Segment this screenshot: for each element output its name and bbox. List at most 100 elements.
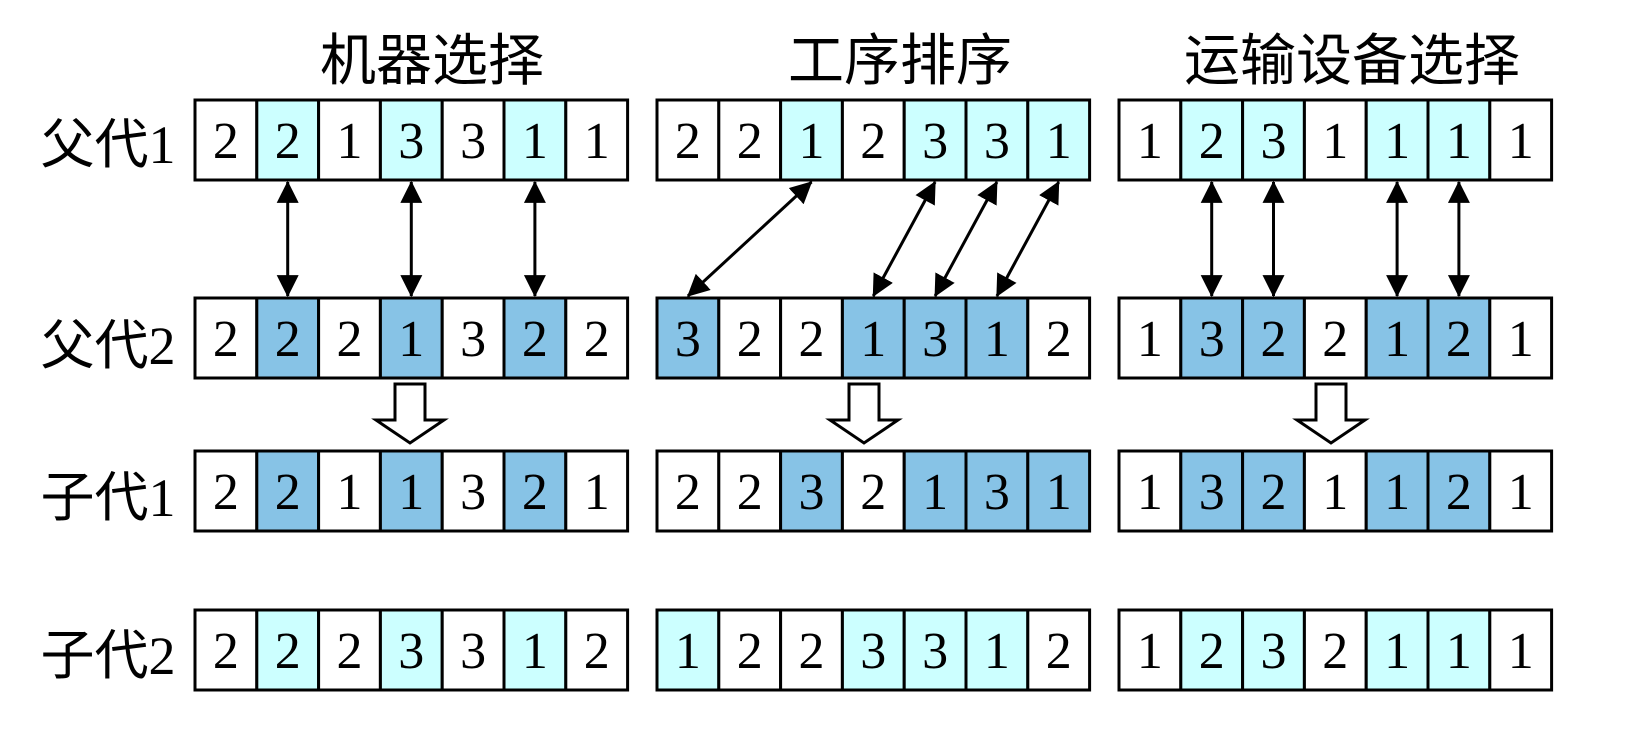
gene-cell-operation-parent1-0: 2 (655, 98, 721, 182)
row-label-child1: 子代1 (41, 468, 176, 528)
gene-cell-machine-parent2-6: 2 (564, 296, 630, 380)
gene-cell-transport-parent1-5: 1 (1426, 98, 1492, 182)
gene-cell-transport-parent2-4: 1 (1364, 296, 1430, 380)
gene-cell-box (1241, 608, 1306, 692)
gene-cell-operation-parent2-3: 1 (840, 296, 906, 380)
gene-cell-box (255, 608, 321, 692)
gene-cell-operation-parent1-6: 1 (1026, 98, 1092, 182)
gene-value: 1 (1384, 113, 1410, 170)
gene-cell-machine-child2-0: 2 (193, 608, 259, 692)
gene-cell-machine-parent1-1: 2 (255, 98, 321, 182)
gene-cell-box (564, 98, 630, 182)
gene-value: 1 (398, 464, 424, 521)
gene-cell-operation-parent2-4: 3 (902, 296, 968, 380)
gene-cell-box (564, 296, 630, 380)
gene-cell-machine-parent1-4: 3 (440, 98, 506, 182)
gene-value: 3 (1261, 623, 1287, 680)
gene-cell-operation-parent1-2: 1 (779, 98, 844, 182)
gene-cell-transport-child1-5: 2 (1426, 449, 1492, 533)
gene-value: 1 (584, 113, 610, 170)
gene-cell-transport-child2-2: 3 (1241, 608, 1306, 692)
gene-value: 1 (1384, 311, 1410, 368)
gene-cell-transport-child2-3: 2 (1302, 608, 1368, 692)
gene-cell-operation-child1-4: 1 (902, 449, 968, 533)
title-machine-selection: 机器选择 (320, 31, 544, 93)
gene-cell-box (564, 449, 630, 533)
gene-cell-operation-parent2-0: 3 (655, 296, 721, 380)
row-label-parent1: 父代1 (41, 115, 176, 175)
gene-cell-box (317, 296, 382, 380)
gene-cell-operation-child2-5: 1 (964, 608, 1030, 692)
gene-value: 3 (1261, 113, 1287, 170)
gene-cell-operation-child1-1: 2 (717, 449, 783, 533)
gene-value: 3 (922, 311, 948, 368)
row-label-child2: 子代2 (41, 626, 176, 686)
gene-cell-operation-parent1-3: 2 (840, 98, 906, 182)
gene-value: 2 (799, 623, 825, 680)
gene-cell-transport-child2-1: 2 (1179, 608, 1245, 692)
gene-value: 2 (213, 464, 239, 521)
result-arrow-machine (371, 382, 449, 445)
gene-value: 2 (275, 464, 301, 521)
title-transport-selection: 运输设备选择 (1184, 31, 1520, 93)
gene-cell-box (502, 608, 568, 692)
gene-cell-box (193, 296, 259, 380)
gene-cell-operation-child2-4: 3 (902, 608, 968, 692)
gene-cell-machine-child2-3: 3 (378, 608, 444, 692)
gene-cell-transport-child2-6: 1 (1488, 608, 1554, 692)
gene-cell-box (1117, 296, 1183, 380)
gene-value: 1 (337, 464, 363, 521)
gene-value: 2 (1322, 623, 1348, 680)
gene-value: 2 (737, 623, 763, 680)
gene-cell-box (964, 296, 1030, 380)
gene-cell-machine-parent1-3: 3 (378, 98, 444, 182)
gene-cell-box (440, 98, 506, 182)
gene-cell-box (717, 296, 783, 380)
gene-cell-box (440, 608, 506, 692)
gene-value: 1 (1446, 623, 1472, 680)
gene-cell-transport-parent2-5: 2 (1426, 296, 1492, 380)
gene-cell-machine-child2-2: 2 (317, 608, 382, 692)
gene-cell-operation-parent1-1: 2 (717, 98, 783, 182)
gene-value: 3 (398, 113, 424, 170)
gene-value: 1 (1508, 113, 1534, 170)
gene-cell-operation-parent2-6: 2 (1026, 296, 1092, 380)
gene-cell-transport-parent1-6: 1 (1488, 98, 1554, 182)
gene-cell-box (440, 449, 506, 533)
gene-value: 2 (675, 464, 701, 521)
gene-cell-transport-parent2-1: 3 (1179, 296, 1245, 380)
gene-value: 2 (737, 464, 763, 521)
gene-value: 1 (1137, 623, 1163, 680)
gene-cell-operation-parent2-2: 2 (779, 296, 844, 380)
gene-cell-operation-parent1-5: 3 (964, 98, 1030, 182)
gene-cell-box (840, 608, 906, 692)
gene-cell-operation-child1-2: 3 (779, 449, 844, 533)
gene-cell-box (1488, 98, 1554, 182)
gene-cell-transport-child2-4: 1 (1364, 608, 1430, 692)
gene-cell-box (317, 608, 382, 692)
gene-cell-transport-child1-1: 3 (1179, 449, 1245, 533)
gene-value: 1 (1322, 113, 1348, 170)
gene-value: 3 (984, 113, 1010, 170)
gene-value: 2 (522, 464, 548, 521)
gene-cell-box (1241, 98, 1306, 182)
gene-value: 2 (737, 311, 763, 368)
gene-cell-box (378, 98, 444, 182)
gene-value: 3 (398, 623, 424, 680)
gene-cell-box (902, 449, 968, 533)
gene-value: 2 (213, 623, 239, 680)
gene-cell-machine-parent1-6: 1 (564, 98, 630, 182)
gene-cell-box (840, 98, 906, 182)
gene-cell-box (1179, 98, 1245, 182)
gene-value: 2 (799, 311, 825, 368)
gene-cell-box (902, 296, 968, 380)
gene-value: 1 (1046, 464, 1072, 521)
gene-value: 2 (275, 311, 301, 368)
gene-cell-transport-parent1-1: 2 (1179, 98, 1245, 182)
gene-value: 3 (922, 113, 948, 170)
gene-value: 3 (799, 464, 825, 521)
gene-value: 1 (1137, 113, 1163, 170)
